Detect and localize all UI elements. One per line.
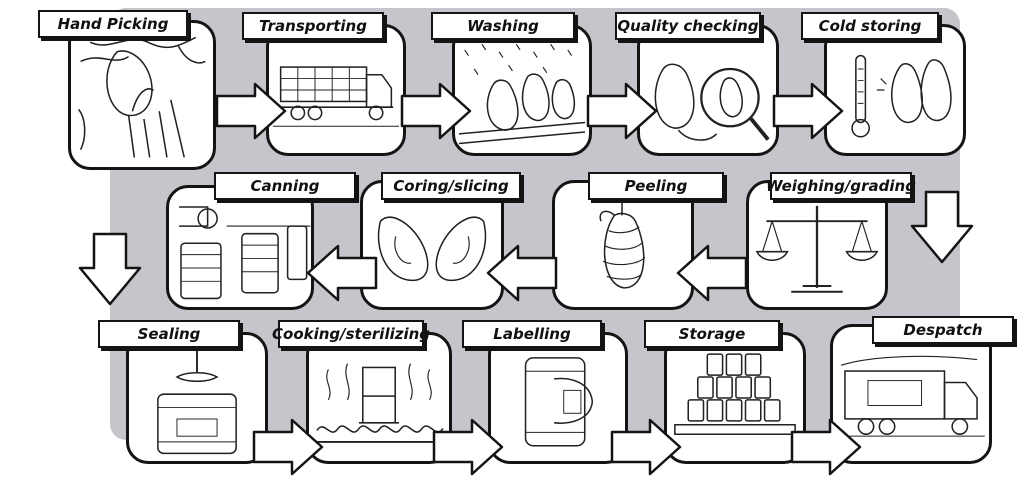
flow-arrow-8 — [306, 244, 378, 302]
flow-arrow-3 — [586, 82, 658, 140]
step-label-transporting: Transporting — [242, 12, 384, 40]
step-label-coring-slicing: Coring/slicing — [381, 172, 521, 200]
step-label-washing: Washing — [431, 12, 575, 40]
step-panel-peeling — [552, 180, 694, 310]
stacked-cans-illustration — [674, 353, 796, 436]
step-panel-cold-storing — [824, 24, 966, 156]
washing-illustration — [458, 43, 586, 145]
step-label-quality-checking: Quality checking — [615, 12, 761, 40]
step-label-peeling: Peeling — [588, 172, 724, 200]
step-panel-quality-checking — [637, 24, 779, 156]
step-panel-labelling — [488, 332, 628, 464]
cold-storing-illustration — [851, 54, 952, 138]
despatch-truck-illustration — [837, 355, 985, 437]
flow-arrow-5-down — [910, 190, 974, 264]
step-label-weighing-grading: Weighing/grading — [766, 172, 916, 200]
step-label-despatch: Despatch — [872, 316, 1014, 344]
step-label-storage: Storage — [644, 320, 780, 348]
cooking-illustration — [315, 363, 444, 443]
sealing-illustration — [157, 342, 237, 455]
flow-arrow-12 — [610, 418, 682, 476]
step-panel-sealing — [126, 332, 268, 464]
step-panel-hand-picking — [68, 20, 216, 170]
step-panel-cooking-sterilizing — [306, 332, 452, 464]
step-panel-despatch — [830, 324, 992, 464]
step-label-cooking-sterilizing: Cooking/sterilizing — [272, 320, 430, 348]
flow-arrow-7 — [486, 244, 558, 302]
flow-arrow-11 — [432, 418, 504, 476]
step-label-cold-storing: Cold storing — [801, 12, 939, 40]
magnifier-illustration — [654, 63, 770, 141]
flow-arrow-10 — [252, 418, 324, 476]
step-panel-washing — [452, 24, 592, 156]
scales-illustration — [755, 205, 879, 293]
flow-arrow-6 — [676, 244, 748, 302]
step-panel-transporting — [266, 24, 406, 156]
step-label-canning: Canning — [214, 172, 356, 200]
step-label-hand-picking: Hand Picking — [38, 10, 188, 38]
step-panel-canning — [166, 185, 314, 310]
peeled-pear-illustration — [599, 202, 646, 289]
flow-arrow-4 — [772, 82, 844, 140]
step-panel-weighing-grading — [746, 180, 888, 310]
step-label-labelling: Labelling — [462, 320, 602, 348]
flow-arrow-1 — [215, 82, 287, 140]
truck-illustration — [273, 66, 399, 127]
hand-picking-illustration — [78, 36, 206, 158]
flow-arrow-13 — [790, 418, 862, 476]
flow-arrow-9-down — [78, 232, 142, 306]
step-panel-storage — [664, 332, 806, 464]
flow-arrow-2 — [400, 82, 472, 140]
step-panel-coring-slicing — [360, 180, 504, 310]
labelled-can-illustration — [524, 357, 594, 447]
canning-illustration — [179, 206, 311, 300]
sliced-pear-illustration — [377, 216, 487, 282]
step-label-sealing: Sealing — [98, 320, 240, 348]
